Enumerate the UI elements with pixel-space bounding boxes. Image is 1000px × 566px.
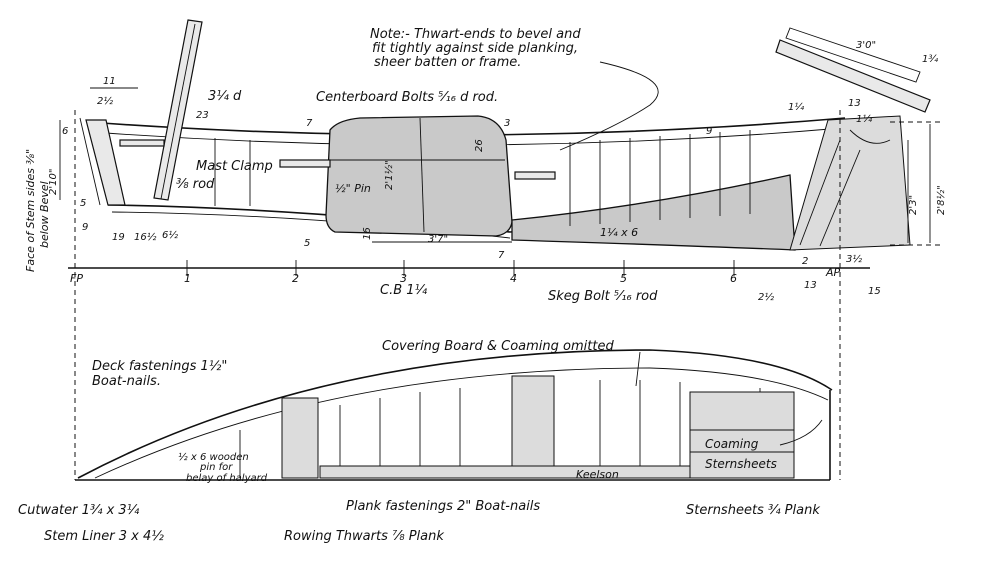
stem-liner-label: Stem Liner 3 x 4½ [44,529,164,544]
station-5: 5 [620,272,627,285]
cb-line-b [419,117,425,233]
dim-1-3-4: 1¾ [922,54,938,65]
coaming-label: Coaming [705,437,759,451]
keelson-label: Keelson [576,468,619,481]
tiller-detail [775,39,931,113]
dim-15: 15 [868,286,881,297]
dim-13: 13 [848,98,861,109]
dim-2-8-half: 2'8½" [935,185,947,215]
pin-label: ½" Pin [335,182,371,195]
plan-sternsheets [689,391,795,479]
mast-grain [160,23,196,200]
dim-6: 6 [62,126,68,137]
plan-sheer-inner [94,367,829,479]
sternsheets-plank-label: Sternsheets ¾ Plank [686,503,820,518]
dim-7a: 7 [306,118,313,129]
dim-2-half: 2½ [97,95,113,107]
dim-1-1-4a: 1¼ [788,101,804,113]
station-ticks [74,110,841,290]
face-of-stem-label-2: below Bevel [38,181,51,248]
dim-3-0: 3'0" [856,40,876,51]
dim-5b: 5 [304,238,310,249]
mast-clamp-label: Mast Clamp [196,159,273,174]
cutwater-label: Cutwater 1¾ x 3¼ [18,503,140,518]
station-3: 3 [400,272,407,285]
thwart-note-line1: Note:- Thwart-ends to bevel and [370,27,581,42]
tiller-detail-top [785,27,921,83]
station-ap: AP [825,266,841,279]
stem-face [79,117,101,206]
stem [85,119,126,206]
dim-16-half: 16½ [134,231,157,243]
deck-fastenings-label-2: Boat-nails. [92,374,161,389]
thwart-aft [514,171,556,180]
plan-keelson [319,465,691,479]
covering-board-leader [635,351,641,387]
centerboard [325,115,513,237]
dim-9a: 9 [82,222,88,233]
rowing-thwarts-label: Rowing Thwarts ⅞ Plank [284,529,444,544]
wooden-pin-label-3: belay of halyard [186,473,268,484]
thwart-note-line2: fit tightly against side planking, [372,41,578,56]
dim-11: 11 [103,76,116,87]
dim-2-1-half: 2'1½" [383,160,395,190]
transom-frame-a [799,139,841,246]
deck-fastenings-label-1: Deck fastenings 1½" [92,359,227,374]
dim-2: 2 [802,256,808,267]
skeg-bolt-label: Skeg Bolt ⁵⁄₁₆ rod [548,289,658,304]
annotations: Note:- Thwart-ends to bevel and fit tigh… [18,27,820,544]
station-fp: FP [70,272,83,285]
cb-label: C.B 1¼ [380,283,428,298]
covering-board-label: Covering Board & Coaming omitted [382,339,614,354]
dim-26: 26 [474,139,485,152]
face-of-stem-label-1: Face of Stem sides ⅜" [24,149,37,272]
rod-label: ⅜ rod [176,177,215,192]
mast-dim-label: 3¼ d [208,89,242,104]
dim-7b: 7 [498,250,505,261]
plan-sheer-outer [77,349,833,479]
centerboard-bolts-label: Centerboard Bolts ⁵⁄₁₆ d rod. [316,90,498,105]
dim-19: 19 [112,232,125,243]
transom-curve [849,129,891,144]
dim-5: 5 [80,198,86,209]
frames [214,130,751,226]
sternsheets-inner-label: Sternsheets [705,457,777,471]
plank-size-label: 1¼ x 6 [600,226,638,239]
station-4: 4 [510,272,517,285]
dim-3-7: 3'7" [428,234,448,245]
station-labels: FP 1 2 3 4 5 6 AP [70,266,841,285]
dim-13b: 13 [804,280,817,291]
thwart-note-leader [559,61,659,151]
dim-1-1-4b: 1¼ [856,113,872,125]
dim-2-10: 2'10" [48,169,59,195]
plank-fastenings-label: Plank fastenings 2" Boat-nails [346,499,540,514]
transom [789,115,911,251]
dim-2-3: 2'3" [908,195,919,215]
plan-thwart-mid [511,375,555,479]
thwart-note-line3: sheer batten or frame. [374,55,521,70]
profile-view [59,19,940,290]
wooden-pin-label-2: pin for [199,462,233,473]
thwart-forward [279,159,331,168]
station-2: 2 [292,272,299,285]
dim-3: 3 [504,118,510,129]
plan-thwart-forward [281,397,319,479]
wooden-pin-label-1: ½ x 6 wooden [178,451,249,463]
station-6: 6 [730,272,737,285]
skeg [511,174,796,251]
dim-16: 16 [362,227,373,240]
coaming-leader [779,419,823,446]
dimension-labels: 11 2½ 23 6 2'10" 9 5 19 16½ 6½ 5 16 3'7"… [48,40,947,303]
dim-6-half: 6½ [162,229,178,241]
plan-view [74,290,841,481]
dim-3-half: 3½ [846,253,862,265]
dim-23: 23 [196,110,209,121]
dim-9b: 9 [706,126,712,137]
station-1: 1 [184,272,191,285]
mast-clamp [119,139,165,147]
dim-2-half-b: 2½ [758,291,774,303]
transom-frame-b [819,149,861,247]
